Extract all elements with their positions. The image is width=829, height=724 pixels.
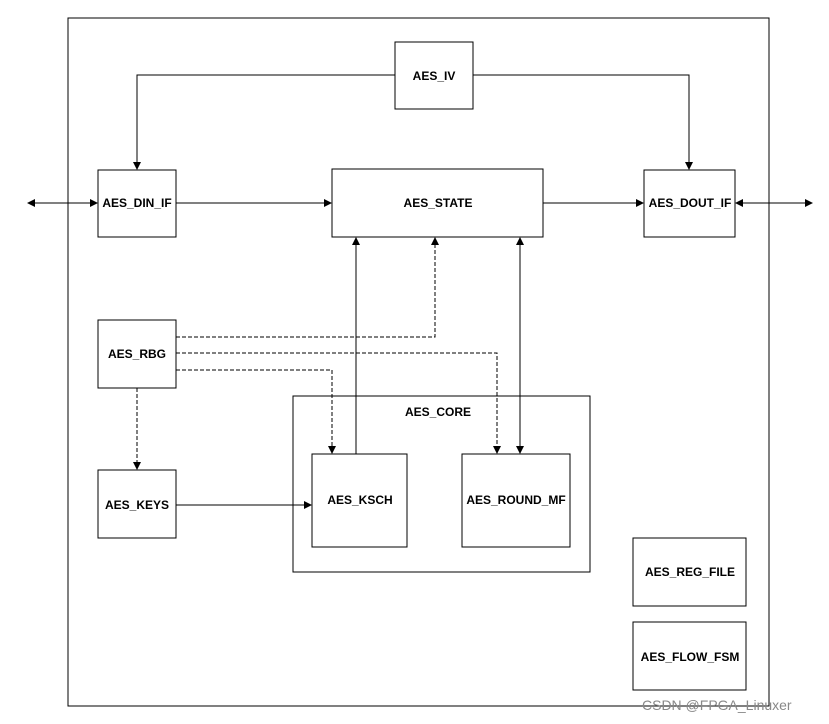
label-aes-dout-if: AES_DOUT_IF: [649, 196, 732, 210]
label-aes-state: AES_STATE: [404, 196, 473, 210]
outer-boundary: [67, 17, 770, 707]
label-aes-iv: AES_IV: [413, 69, 456, 83]
label-aes-rbg: AES_RBG: [108, 347, 166, 361]
dashed-rbg-to-ksch: [176, 369, 336, 454]
block-aes-round-mf: [461, 453, 571, 548]
label-aes-core: AES_CORE: [405, 405, 471, 419]
block-aes-keys: [97, 469, 177, 539]
dashed-rbg-to-round: [176, 352, 501, 454]
block-aes-core: [292, 395, 591, 573]
label-aes-reg-file: AES_REG_FILE: [645, 565, 735, 579]
label-aes-flow-fsm: AES_FLOW_FSM: [641, 650, 740, 664]
dashed-rbg-to-state: [176, 237, 439, 338]
block-aes-reg-file: [632, 537, 747, 607]
label-aes-din-if: AES_DIN_IF: [102, 196, 171, 210]
watermark: CSDN @FPGA_Linuxer: [642, 697, 792, 713]
block-aes-ksch: [311, 453, 408, 548]
arrow-iv-to-dout: [473, 74, 693, 170]
label-aes-ksch: AES_KSCH: [327, 493, 392, 507]
label-aes-keys: AES_KEYS: [105, 498, 169, 512]
block-aes-flow-fsm: [632, 621, 747, 691]
arrow-iv-to-din: [133, 74, 395, 170]
label-aes-round-mf: AES_ROUND_MF: [466, 493, 565, 507]
